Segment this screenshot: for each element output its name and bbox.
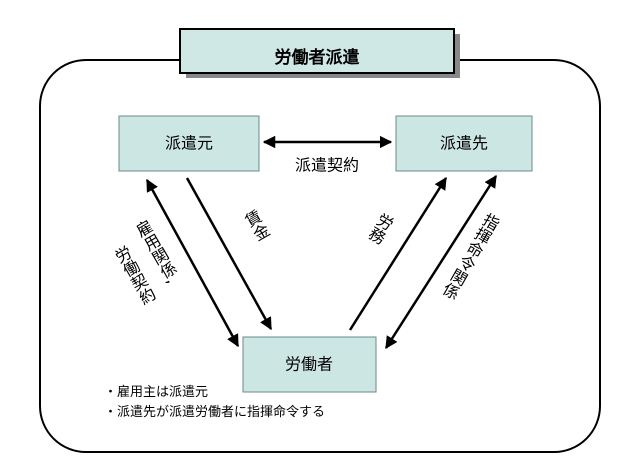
command-label: 指揮命令関係 xyxy=(437,209,502,303)
node-dispatcher: 派遣元 xyxy=(118,115,260,172)
labor-label: 労務 xyxy=(363,209,396,247)
command-arrow xyxy=(384,174,498,350)
diagram-title: 労働者派遣 xyxy=(275,47,360,68)
notes: ・雇用主は派遣元 ・派遣先が派遣労働者に指揮命令する xyxy=(104,383,325,423)
dispatch-contract-label: 派遣契約 xyxy=(295,156,359,175)
node-worker-label: 労働者 xyxy=(285,355,333,374)
wages-label: 賃金 xyxy=(240,207,272,244)
node-client-label: 派遣先 xyxy=(440,134,488,153)
node-worker: 労働者 xyxy=(242,336,377,393)
note-employer: ・雇用主は派遣元 xyxy=(104,385,209,400)
node-client: 派遣先 xyxy=(395,115,533,172)
title-banner: 労働者派遣 xyxy=(179,28,460,78)
note-command: ・派遣先が派遣労働者に指揮命令する xyxy=(104,405,326,420)
node-dispatcher-label: 派遣元 xyxy=(165,134,213,153)
labor-arrow xyxy=(348,176,448,331)
wages-arrow xyxy=(185,177,273,331)
employment-arrow xyxy=(145,178,240,348)
